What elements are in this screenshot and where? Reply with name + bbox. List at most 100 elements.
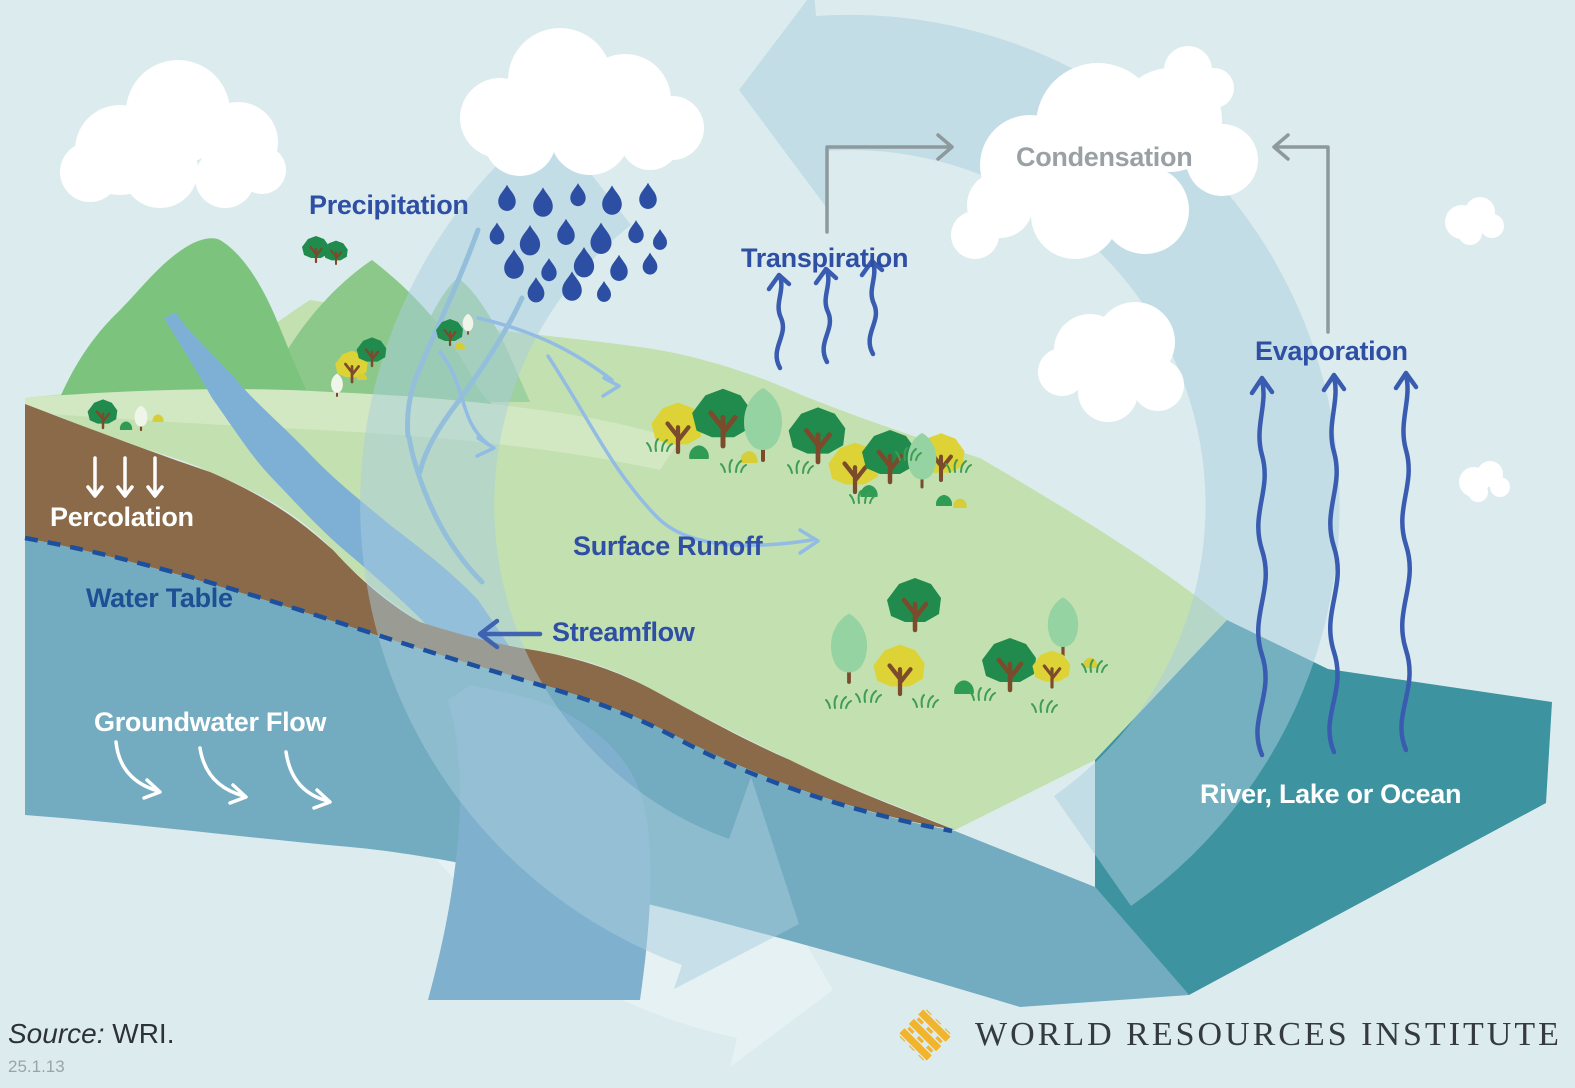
rain-drop — [557, 218, 575, 245]
bush — [455, 342, 465, 349]
tree — [1032, 650, 1071, 689]
label-surface-runoff: Surface Runoff — [573, 531, 763, 561]
label-precipitation: Precipitation — [309, 190, 469, 220]
plateau — [25, 389, 680, 470]
label-river-lake-ocean: River, Lake or Ocean — [1200, 779, 1462, 809]
grass-tuft — [895, 447, 922, 461]
grass-tuft — [912, 694, 939, 708]
tree — [692, 388, 752, 449]
tree — [744, 388, 782, 462]
tree — [873, 644, 925, 697]
evaporation-to-condensation-arrow — [1274, 145, 1330, 334]
label-condensation: Condensation — [1016, 142, 1193, 172]
hill-surface — [25, 300, 1227, 830]
bush — [740, 451, 758, 463]
wri-logo-text: WORLD RESOURCES INSTITUTE — [975, 1016, 1562, 1053]
tree — [323, 240, 348, 266]
source-value: WRI. — [112, 1018, 175, 1049]
tree — [87, 399, 118, 430]
source-prefix: Source: — [8, 1018, 105, 1049]
cloud-rain — [460, 28, 704, 176]
grass-tuft — [787, 460, 814, 474]
grass-tuft — [1031, 699, 1058, 713]
rain-drop — [602, 185, 622, 215]
cycle-arrow-up — [739, 0, 1340, 906]
percolation-arrows — [86, 456, 164, 498]
rain-drop — [642, 252, 658, 275]
label-percolation: Percolation — [50, 502, 194, 532]
cloud-tiny-right-lower — [1459, 461, 1510, 502]
bush — [119, 421, 133, 430]
cycle-arrow-down — [360, 119, 799, 989]
bush — [152, 414, 164, 422]
bush — [357, 373, 367, 380]
grass-tuft — [720, 459, 747, 473]
rain-drop — [527, 277, 545, 303]
tree — [436, 319, 463, 347]
tree — [982, 638, 1036, 693]
tree — [331, 373, 343, 397]
transpiration-arrows — [766, 258, 885, 371]
rain-drop — [519, 224, 541, 256]
grass-tuft — [969, 687, 996, 701]
trees — [87, 236, 1108, 713]
tree — [907, 433, 937, 489]
grass-tuft — [1081, 659, 1108, 673]
rain-drop — [562, 271, 582, 301]
grass-tuft — [855, 689, 882, 703]
label-transpiration: Transpiration — [741, 243, 909, 273]
groundwater-flow-arrows — [114, 740, 332, 810]
bush — [953, 498, 967, 508]
rain-drop — [653, 229, 667, 250]
rain-drop — [590, 222, 612, 254]
soil-cross-section — [25, 404, 955, 830]
rain-drop — [533, 187, 553, 217]
bush — [954, 680, 974, 694]
water-table-line — [24, 535, 953, 834]
streamflow-arrow — [477, 618, 543, 650]
cloud-tiny-right — [1445, 197, 1504, 245]
rain-drop — [570, 183, 586, 207]
rain-drop — [639, 182, 657, 209]
transpiration-to-condensation-arrow — [825, 145, 952, 234]
mountain-1 — [58, 238, 312, 402]
wri-logo-icon — [898, 1008, 952, 1062]
bush — [935, 494, 953, 506]
label-groundwater-flow: Groundwater Flow — [94, 707, 327, 737]
bush — [860, 485, 878, 497]
grass-tuft — [945, 459, 972, 473]
tree — [1047, 597, 1079, 657]
evaporation-arrows — [1249, 370, 1419, 758]
tree — [302, 236, 329, 264]
source-note: Source: WRI. — [8, 1018, 175, 1050]
cloud-condensation — [951, 46, 1258, 259]
label-evaporation: Evaporation — [1255, 336, 1408, 366]
grass-tuft — [825, 695, 852, 709]
tree — [356, 337, 387, 368]
tree — [462, 313, 474, 335]
surface-runoff-arrows — [438, 316, 820, 555]
rain-drop — [498, 184, 516, 211]
label-streamflow: Streamflow — [552, 617, 695, 647]
tree — [830, 613, 868, 684]
tree — [788, 407, 846, 465]
tree — [134, 405, 148, 432]
clouds — [60, 28, 1510, 502]
version-number: 25.1.13 — [8, 1057, 65, 1076]
cloud-top-left — [60, 60, 286, 208]
bush — [689, 445, 709, 459]
condensation-connectors — [825, 133, 1330, 334]
rain-drop — [573, 246, 595, 278]
label-water-table: Water Table — [86, 583, 233, 613]
rain-drop — [504, 249, 524, 279]
rain-drops — [489, 182, 667, 303]
rain-drop — [610, 254, 628, 281]
grass-tuft — [646, 438, 673, 452]
rain-drop — [541, 258, 557, 282]
rain-drop — [489, 222, 505, 245]
rain-drop — [597, 281, 611, 302]
rain-drop — [628, 220, 644, 244]
tree — [887, 578, 941, 633]
